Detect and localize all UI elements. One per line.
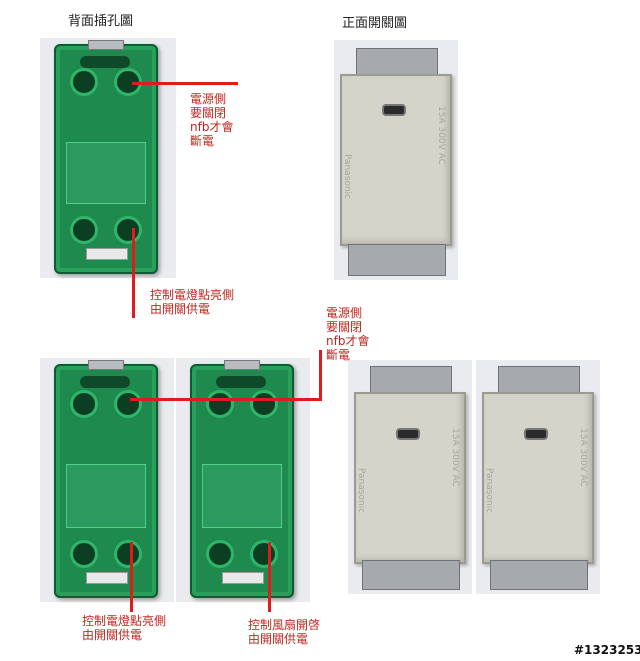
spec-plate <box>66 142 146 204</box>
switch-rocker[interactable]: Panasonic 15A 300V AC <box>482 392 594 564</box>
power-pointer-line <box>132 82 238 85</box>
back-socket-heading: 背面插孔圖 <box>68 14 134 29</box>
fan-side-label-bottom: 控制風扇開啓 由開關供電 <box>248 618 321 646</box>
switch-top-bracket <box>498 366 580 396</box>
switch-bottom-bracket <box>362 560 460 590</box>
switch-top-bracket <box>356 48 438 78</box>
brand-marking: Panasonic <box>356 468 366 514</box>
power-side-label-top: 電源側 要關閉 nfb才會 斷電 <box>190 92 234 148</box>
load-hole-right <box>114 540 142 568</box>
top-socket-photo <box>40 38 176 278</box>
top-clip <box>88 360 124 370</box>
top-slot <box>80 376 130 388</box>
light-side-label-bottom: 控制電燈點亮側 由開關供電 <box>82 614 167 642</box>
power-bridge-line <box>130 398 310 401</box>
release-tab <box>86 248 128 260</box>
release-tab <box>86 572 128 584</box>
green-socket-module <box>190 360 294 598</box>
indicator-led-icon <box>382 104 406 116</box>
rating-marking: 15A 300V AC <box>578 428 588 487</box>
fan-pointer-line <box>268 542 271 612</box>
top-slot <box>216 376 266 388</box>
bottom-right-switch-photo: Panasonic 15A 300V AC <box>476 360 600 594</box>
power-hole-left <box>70 390 98 418</box>
indicator-led-icon <box>396 428 420 440</box>
light-pointer-line <box>132 228 135 318</box>
power-side-label-bottom: 電源側 要關閉 nfb才會 斷電 <box>326 306 370 362</box>
green-socket-module <box>54 40 158 274</box>
spec-plate <box>66 464 146 528</box>
power-hole-left <box>70 68 98 96</box>
bottom-left-socket-photo <box>40 358 174 602</box>
brand-marking: Panasonic <box>342 154 352 200</box>
top-switch-photo: Panasonic 15A 300V AC <box>334 40 458 280</box>
power-pointer-line-bottom <box>270 398 322 401</box>
top-clip <box>224 360 260 370</box>
load-hole-right <box>250 540 278 568</box>
load-hole-left <box>70 216 98 244</box>
top-clip <box>88 40 124 50</box>
image-id-watermark: #1323253 <box>574 643 640 657</box>
spec-plate <box>202 464 282 528</box>
green-socket-module <box>54 360 158 598</box>
brand-marking: Panasonic <box>484 468 494 514</box>
rating-marking: 15A 300V AC <box>436 106 446 165</box>
load-hole-left <box>206 540 234 568</box>
power-hole-left <box>206 390 234 418</box>
switch-bottom-bracket <box>490 560 588 590</box>
switch-bottom-bracket <box>348 244 446 276</box>
load-hole-right <box>114 216 142 244</box>
rating-marking: 15A 300V AC <box>450 428 460 487</box>
light-pointer-line-bottom <box>130 542 133 612</box>
switch-rocker[interactable]: Panasonic 15A 300V AC <box>340 74 452 246</box>
power-hole-right <box>114 390 142 418</box>
load-hole-left <box>70 540 98 568</box>
top-slot <box>80 56 130 68</box>
bottom-right-socket-photo <box>176 358 310 602</box>
front-switch-heading: 正面開關圖 <box>342 16 408 31</box>
power-hole-right <box>250 390 278 418</box>
release-tab <box>222 572 264 584</box>
light-side-label-top: 控制電燈點亮側 由開關供電 <box>150 288 235 316</box>
indicator-led-icon <box>524 428 548 440</box>
switch-rocker[interactable]: Panasonic 15A 300V AC <box>354 392 466 564</box>
bottom-left-switch-photo: Panasonic 15A 300V AC <box>348 360 472 594</box>
power-pointer-riser <box>319 350 322 401</box>
